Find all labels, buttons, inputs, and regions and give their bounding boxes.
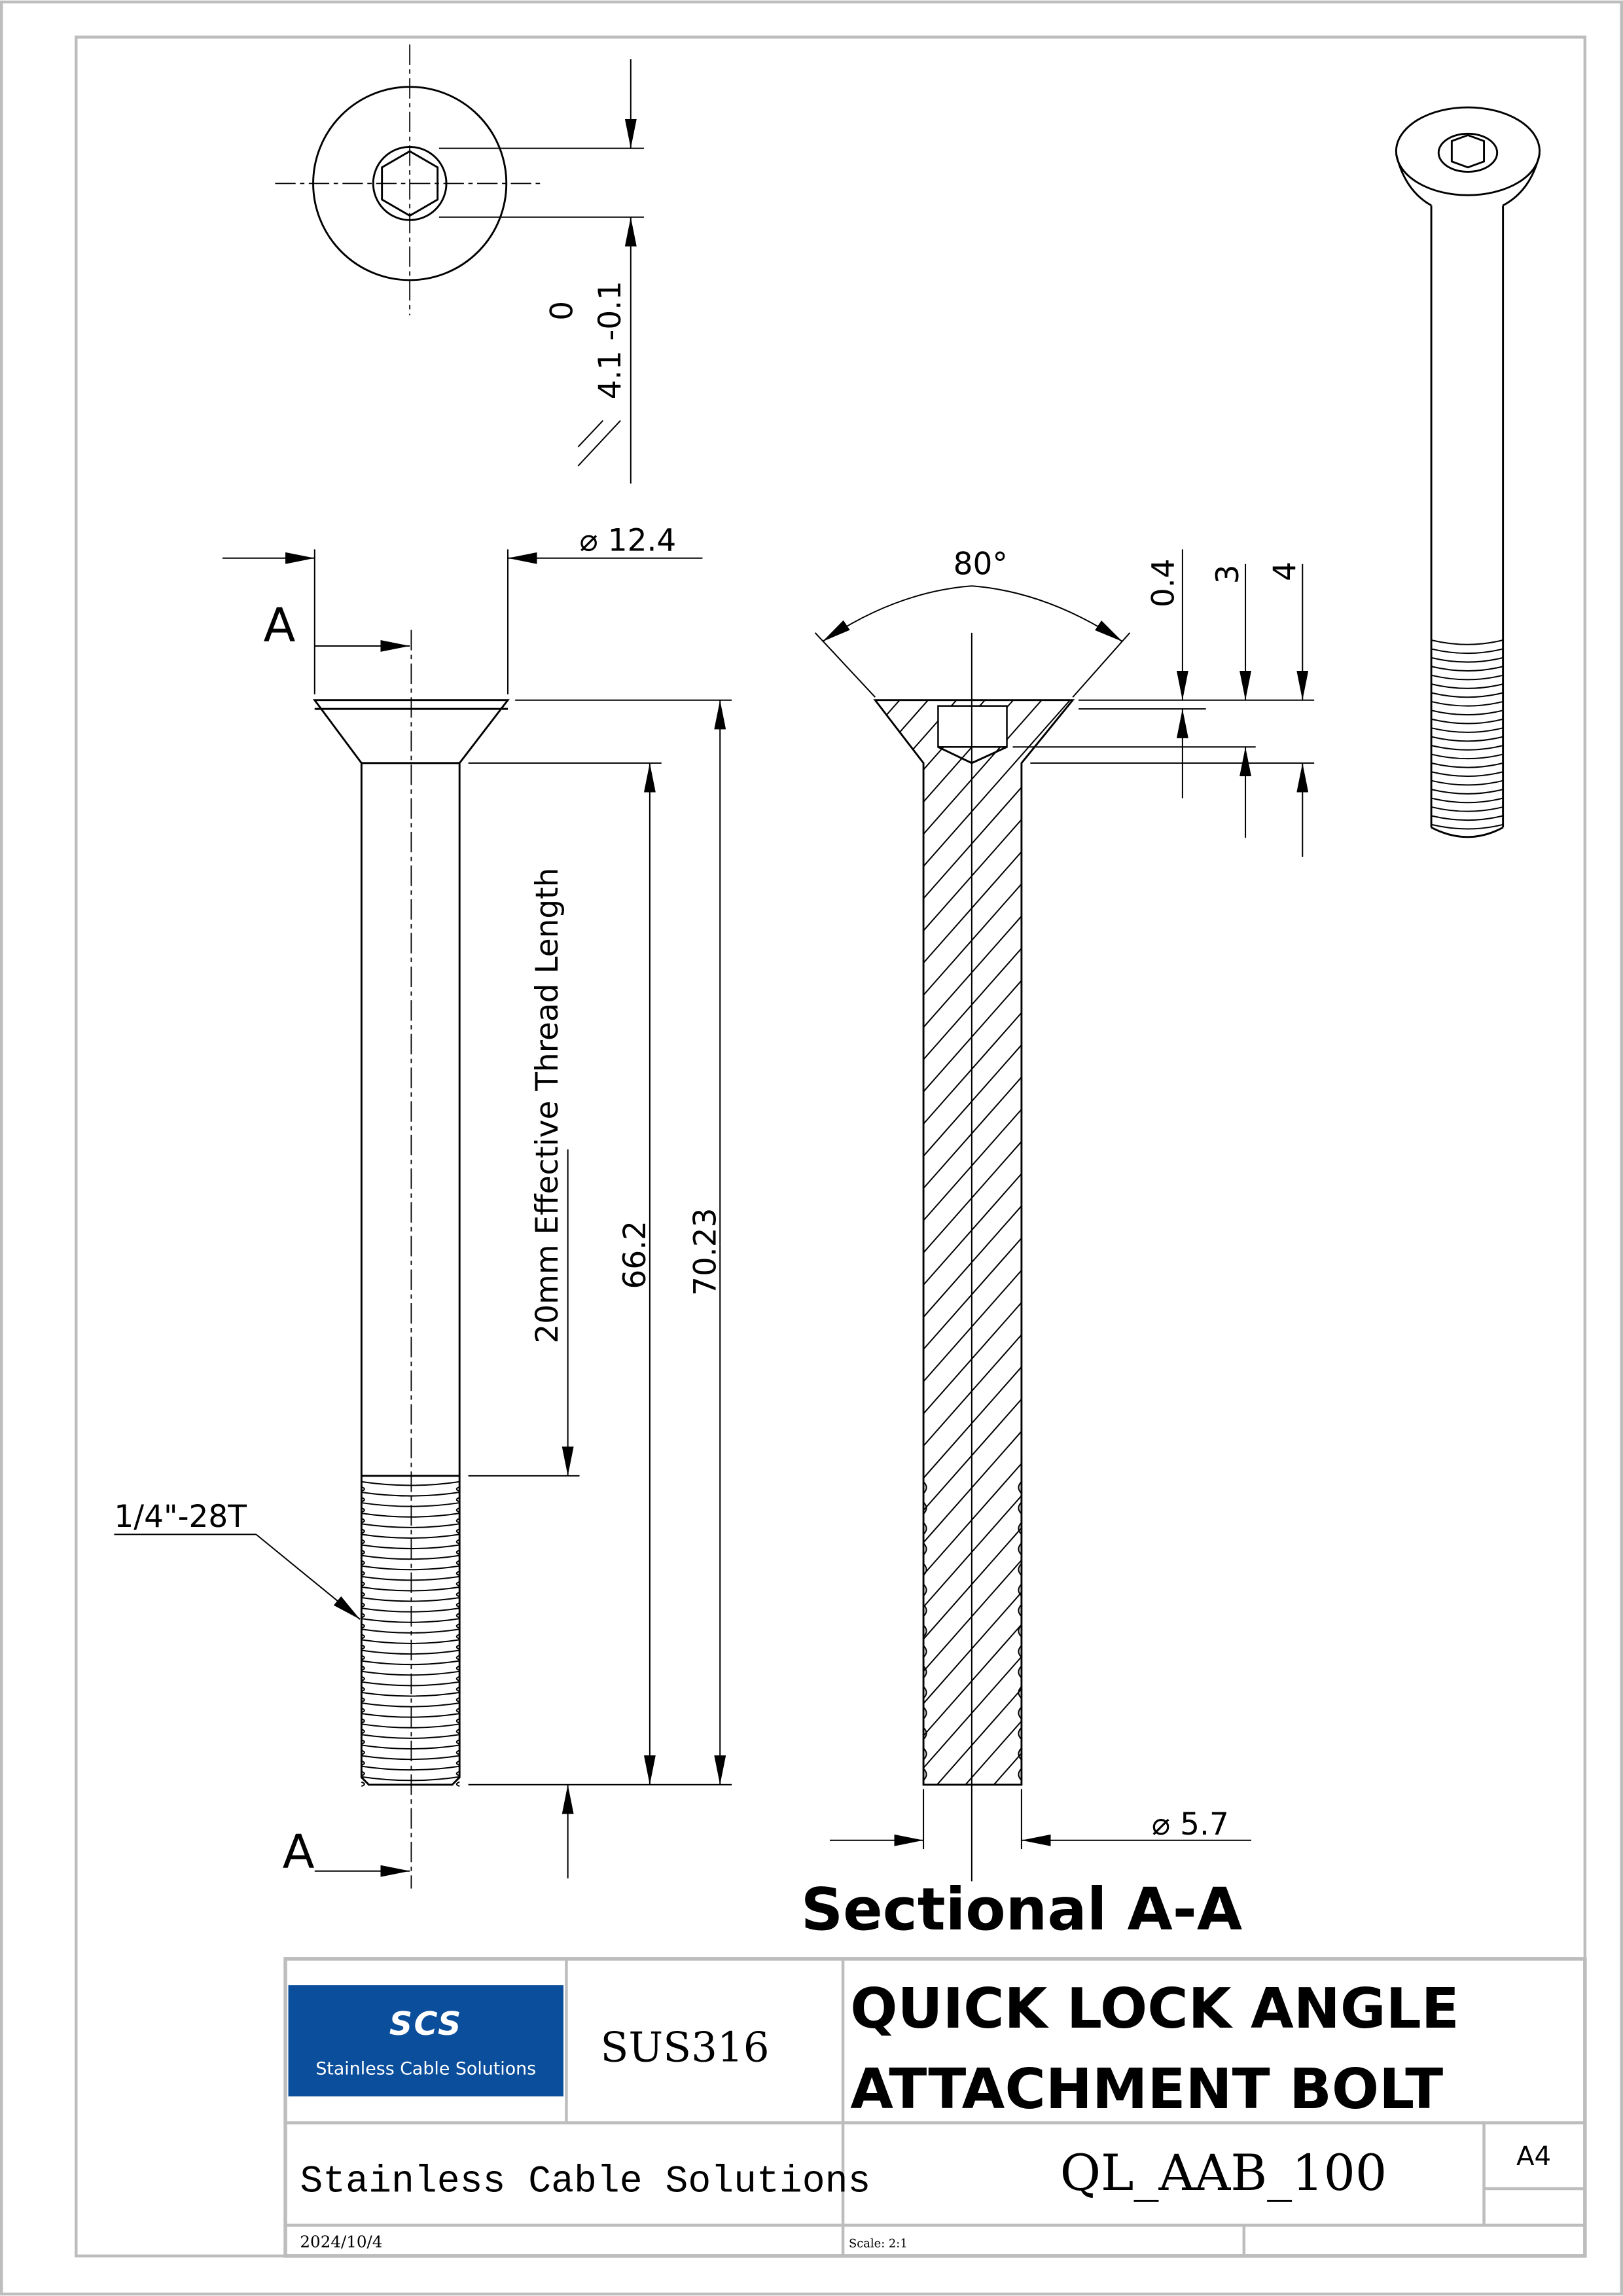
logo-mark: SCS: [389, 2005, 463, 2043]
front-view: ⌀ 12.4 A A 66.2 70.23 20mm Effective Thr…: [114, 523, 732, 1889]
socket-size-dimension: 4.1 -0.1: [592, 281, 628, 399]
dimension-3: 3: [1210, 564, 1246, 584]
shank-diameter-dimension: ⌀ 5.7: [1152, 1806, 1229, 1842]
section-label-top: A: [264, 598, 296, 653]
head-angle-dimension: 80°: [954, 546, 1008, 582]
dimension-4: 4: [1267, 562, 1303, 581]
shank-length-dimension: 66.2: [617, 1221, 653, 1289]
thread-spec-note: 1/4"-28T: [114, 1499, 247, 1535]
tolerance-upper: 0: [544, 301, 580, 321]
section-view: 80° 0.4 3 4 ⌀ 5.7 Sectional A-A: [801, 546, 1315, 1944]
thread-length-note: 20mm Effective Thread Length: [529, 868, 565, 1344]
section-hatching: [875, 700, 1073, 1785]
drawing-scale: Scale: 2:1: [849, 2236, 908, 2250]
sheet-size: A4: [1516, 2142, 1551, 2172]
iso-thread-lines: [1431, 639, 1503, 830]
part-title-line2: ATTACHMENT BOLT: [850, 2057, 1443, 2122]
company-logo: SCS Stainless Cable Solutions: [288, 1985, 563, 2097]
dimension-0-4: 0.4: [1145, 558, 1181, 607]
part-title-line1: QUICK LOCK ANGLE: [850, 1977, 1459, 2041]
thread-lines: [361, 1480, 460, 1787]
top-view: 0 4.1 -0.1: [275, 44, 644, 484]
logo-text: Stainless Cable Solutions: [315, 2059, 536, 2079]
part-number: QL_AAB_100: [1060, 2144, 1387, 2202]
head-diameter-dimension: ⌀ 12.4: [580, 523, 677, 559]
section-caption: Sectional A-A: [801, 1876, 1242, 1944]
drawing-date: 2024/10/4: [300, 2232, 382, 2251]
section-label-bottom: A: [283, 1825, 315, 1879]
isometric-view: [1395, 106, 1541, 838]
overall-length-dimension: 70.23: [688, 1208, 724, 1296]
section-thread-notches: [923, 1481, 1022, 1781]
company-name: Stainless Cable Solutions: [300, 2161, 870, 2203]
material: SUS316: [601, 2023, 770, 2071]
title-block: SCS Stainless Cable Solutions SUS316 QUI…: [283, 1957, 1587, 2258]
